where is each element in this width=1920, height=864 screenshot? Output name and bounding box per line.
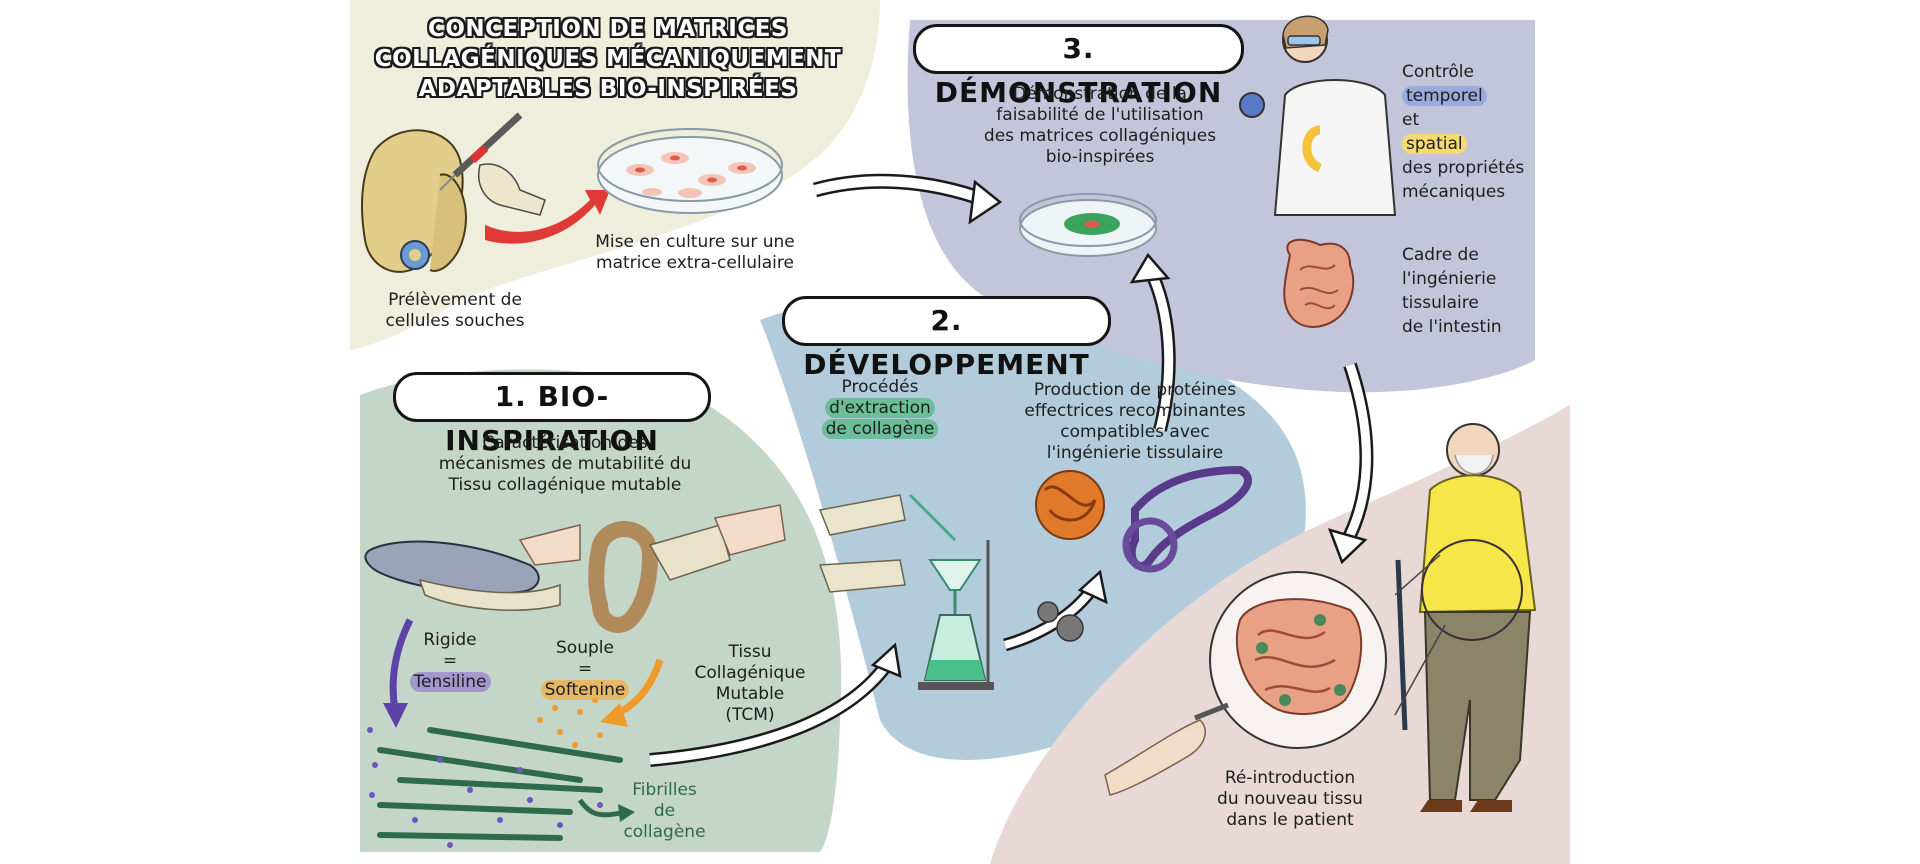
gears-icon: [1037, 601, 1084, 642]
tensiline-arrow-icon: [389, 618, 414, 711]
syringe-icon: [439, 112, 546, 216]
softenine-dots-icon: [537, 697, 613, 748]
stem-cells-label: Prélèvement de cellules souches: [385, 290, 525, 331]
tensiline-label: Tensiline: [409, 672, 491, 692]
green-petri-dish-icon: [1019, 193, 1157, 257]
reintroduction-label: Ré-introduction du nouveau tissu dans le…: [1217, 768, 1363, 830]
rigid-label: Rigide = Tensiline: [400, 630, 500, 693]
section-title-demonstration: 3. DÉMONSTRATION: [913, 24, 1244, 109]
section-title-developpement: 2. DÉVELOPPEMENT: [782, 296, 1111, 381]
scientist-icon: [1239, 15, 1397, 216]
collagen-fibrils-icon: [377, 727, 623, 841]
demonstration-description: Démonstration de la faisabilité de l'uti…: [983, 84, 1217, 167]
softenine-label: Softenine: [540, 680, 630, 700]
red-arrow-icon: [485, 190, 610, 244]
main-title-line: COLLAGÉNIQUES MÉCANIQUEMENT: [374, 46, 842, 72]
intestine-engineering-label: Cadre de l'ingénierie tissulaire de l'in…: [1402, 245, 1502, 337]
soft-sea-cucumber-icon: [588, 504, 786, 633]
injection-hand-icon: [1104, 702, 1229, 796]
intestine-icon: [1283, 238, 1355, 328]
tensiline-dots-icon: [367, 727, 603, 848]
pelvis-icon: [361, 129, 467, 273]
zoom-intestine-icon: [1209, 571, 1387, 749]
extraction-label: Procédés d'extraction de collagène: [810, 377, 950, 440]
sea-cucumber-icon: [364, 524, 581, 611]
protein-production-label: Production de protéines effectrices reco…: [1024, 380, 1246, 463]
bio-inspiration-description: Caractérisation des mécanismes de mutabi…: [438, 433, 692, 495]
soft-label: Souple = Softenine: [530, 638, 640, 701]
section-title-bio-inspiration: 1. BIO-INSPIRATION: [393, 372, 711, 457]
elderly-patient-icon: [1395, 423, 1537, 812]
protein-icon: [1035, 465, 1252, 573]
funnel-flask-icon: [818, 493, 994, 690]
main-title-line: ADAPTABLES BIO-INSPIRÉES: [418, 76, 798, 102]
tcm-label: Tissu Collagénique Mutable (TCM): [694, 642, 806, 725]
mechanical-control-label: Contrôle temporel et spatial des proprié…: [1402, 62, 1525, 202]
main-title-line: CONCEPTION DE MATRICES: [427, 16, 788, 42]
main-title: CONCEPTION DE MATRICES COLLAGÉNIQUES MÉC…: [352, 14, 864, 104]
culture-label: Mise en culture sur une matrice extra-ce…: [595, 232, 795, 273]
collagen-fibrils-label: Fibrilles de collagène: [623, 780, 706, 842]
petri-dish-icon: [597, 128, 783, 214]
